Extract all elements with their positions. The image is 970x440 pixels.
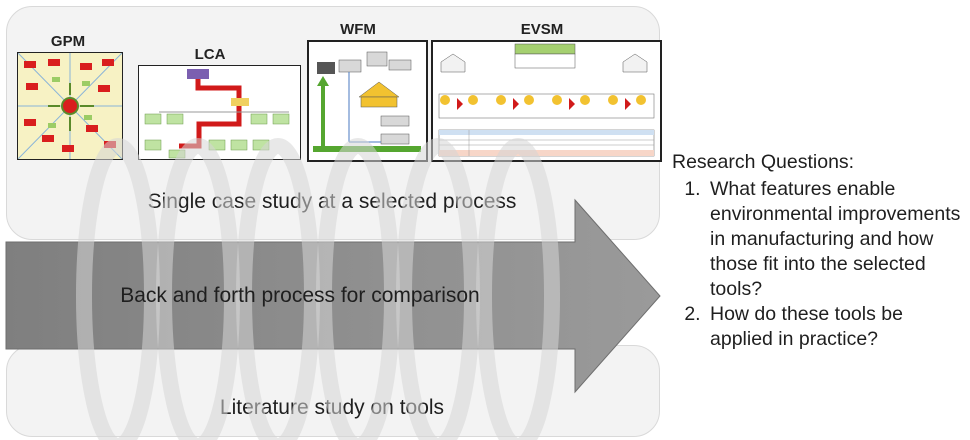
wfm-diagram-graphic [313, 51, 421, 152]
research-question-2: How do these tools be applied in practic… [706, 302, 967, 352]
evsm-diagram-thumbnail [431, 40, 662, 162]
evsm-diagram-graphic [438, 43, 655, 157]
lca-diagram-thumbnail [138, 65, 301, 160]
wfm-diagram-thumbnail [307, 40, 428, 162]
gpm-diagram-graphic [18, 53, 122, 159]
research-questions-list: What features enable environmental impro… [672, 177, 967, 352]
research-questions: Research Questions: What features enable… [672, 150, 967, 352]
tool-title-wfm: WFM [340, 21, 376, 38]
tool-title-lca: LCA [194, 46, 226, 63]
back-and-forth-caption: Back and forth process for comparison [120, 284, 480, 307]
tool-title-evsm: EVSM [520, 21, 564, 38]
gpm-diagram-thumbnail [17, 52, 123, 160]
single-case-study-caption: Single case study at a selected process [147, 190, 517, 213]
research-question-1: What features enable environmental impro… [706, 177, 967, 302]
research-questions-heading: Research Questions: [672, 151, 855, 173]
literature-study-panel [6, 345, 660, 437]
literature-study-caption: Literature study on tools [219, 396, 445, 419]
tool-title-gpm: GPM [50, 33, 86, 50]
lca-diagram-graphic [144, 69, 290, 159]
